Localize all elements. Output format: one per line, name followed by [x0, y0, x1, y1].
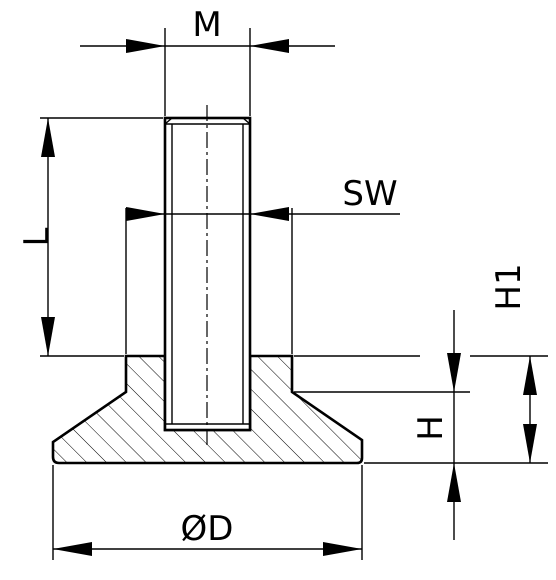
- dimension-l: [41, 118, 55, 356]
- dimension-sw: [126, 207, 400, 221]
- base-section: [51, 354, 364, 465]
- label-m: M: [192, 5, 221, 45]
- dimension-h1: [523, 356, 537, 463]
- label-d: ØD: [181, 509, 234, 549]
- label-l: L: [17, 227, 57, 246]
- label-h: H: [411, 415, 451, 441]
- label-h1: H1: [489, 263, 529, 310]
- extension-lines: [40, 28, 548, 560]
- dimension-h: [447, 310, 461, 540]
- dimension-d: [53, 542, 362, 556]
- dimension-m: [80, 39, 335, 53]
- label-sw: SW: [342, 174, 397, 214]
